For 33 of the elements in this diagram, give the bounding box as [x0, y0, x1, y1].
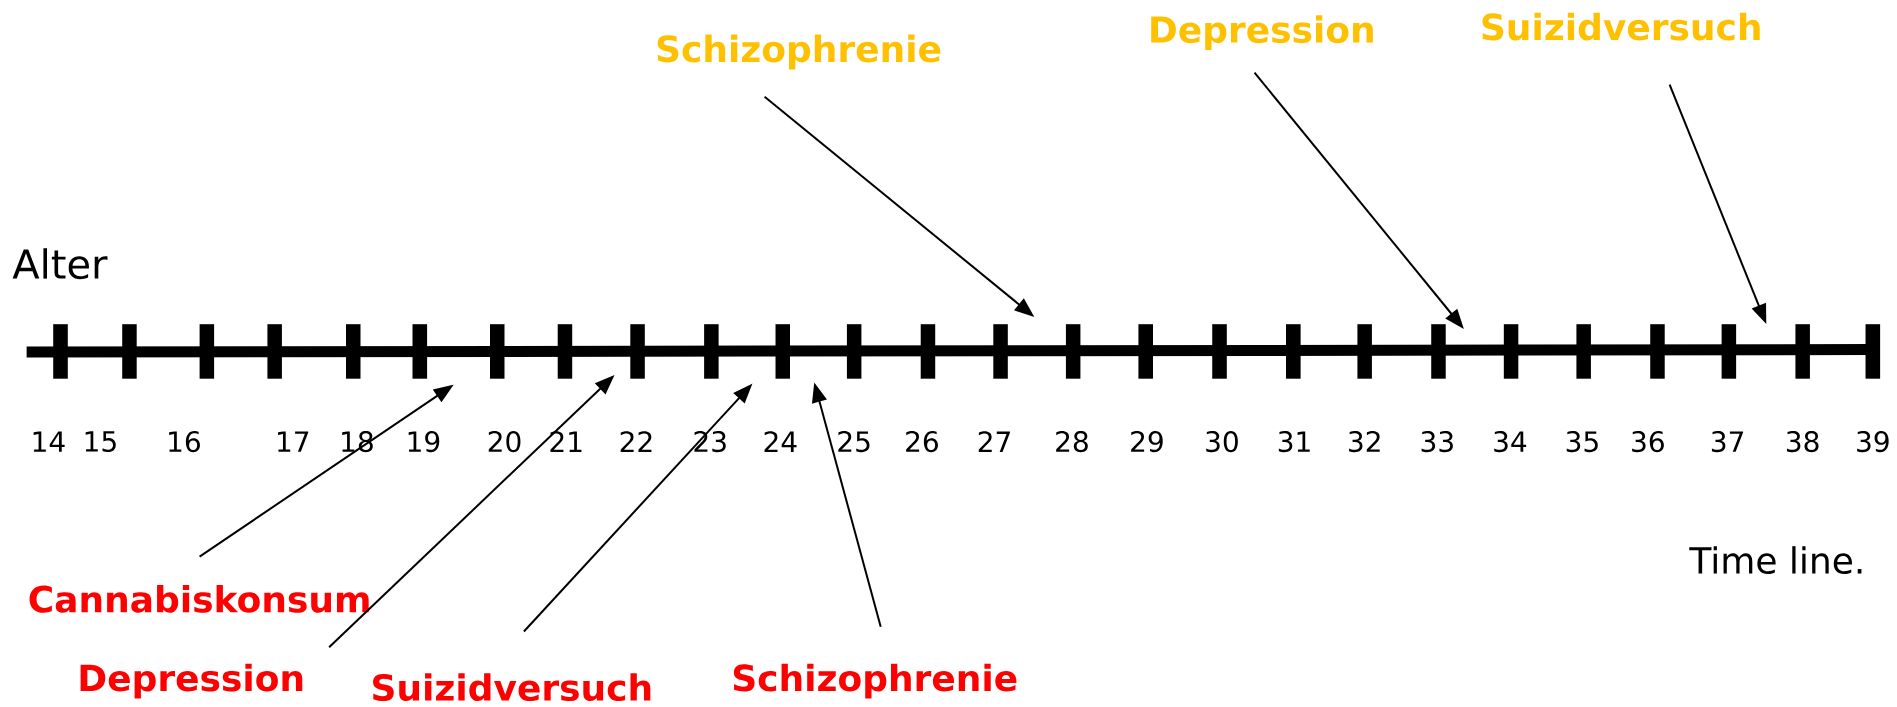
callout-text: Cannabiskonsum [29, 584, 369, 613]
tick-label: 34 [1494, 431, 1527, 453]
tick-label: 33 [1421, 431, 1453, 453]
tick-label: 36 [1632, 431, 1664, 453]
tick-label: 39 [1857, 431, 1889, 453]
tick-label: 30 [1206, 431, 1238, 453]
tick-label: 21 [550, 431, 582, 452]
tick-label: 29 [1131, 431, 1163, 453]
caption-text: Time line. [1689, 546, 1862, 574]
tick-label: 17 [278, 431, 309, 452]
tick-label: 15 [85, 431, 116, 452]
tick-label: 19 [408, 431, 440, 453]
axis-title: Alter [12, 248, 108, 280]
callout-text: Suizidversuch [1482, 12, 1760, 41]
callout-text: Schizophrenie [733, 663, 1017, 699]
tick-label: 24 [764, 431, 797, 452]
tick-label: 37 [1711, 431, 1744, 453]
callout-text: Suizidversuch [373, 673, 651, 702]
callout-text: Depression [1151, 15, 1373, 51]
tick-label: 14 [33, 431, 65, 452]
tick-label: 16 [169, 431, 200, 453]
tick-label: 28 [1056, 431, 1088, 453]
tick-label: 20 [488, 431, 521, 453]
tick-label: 38 [1786, 431, 1819, 453]
callout-text: Schizophrenie [657, 34, 941, 70]
tick-label: 25 [838, 431, 870, 453]
callout-text: Depression [80, 663, 303, 699]
tick-label: 27 [978, 431, 1010, 452]
tick-label: 35 [1566, 431, 1598, 453]
tick-label: 31 [1278, 431, 1310, 453]
tick-label: 32 [1349, 431, 1380, 453]
tick-label: 22 [620, 431, 652, 452]
tick-label: 26 [906, 431, 938, 453]
